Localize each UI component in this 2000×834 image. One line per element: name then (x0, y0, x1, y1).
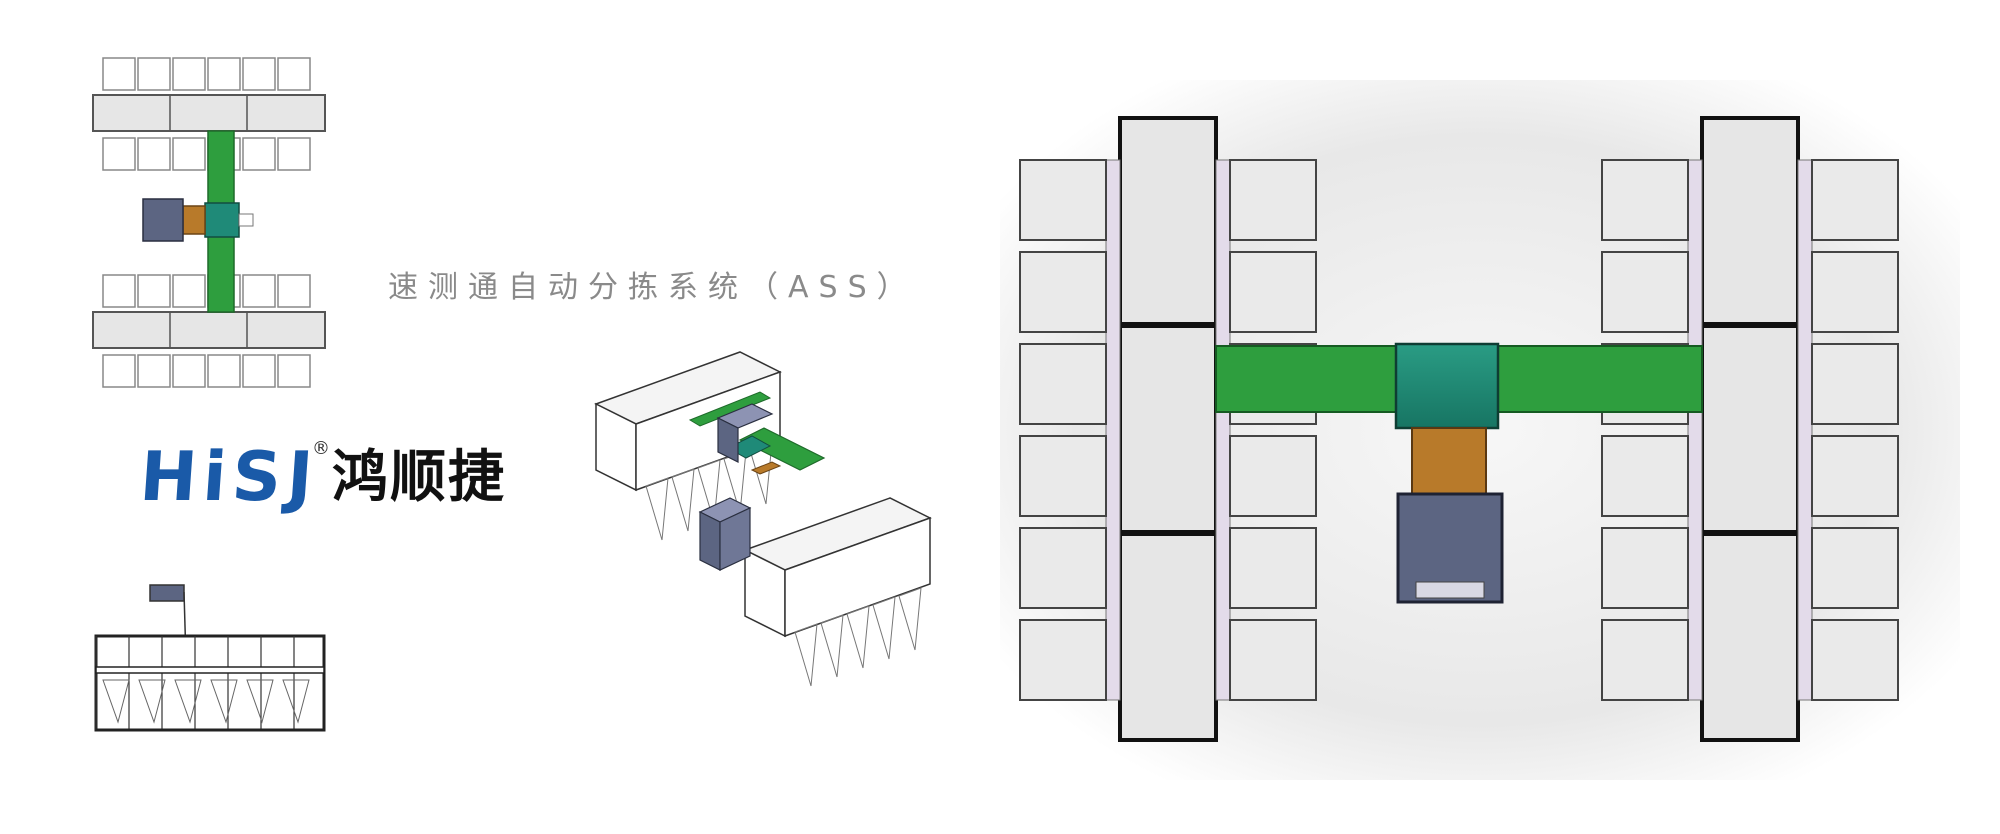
large-bin (1811, 343, 1899, 425)
large-bin (1019, 527, 1107, 609)
top-view-small (92, 57, 326, 388)
small-bin (137, 274, 171, 308)
large-bin (1811, 435, 1899, 517)
small-bin (137, 57, 171, 91)
small-bin (277, 354, 311, 388)
iso-front-chute (820, 614, 844, 678)
large-frame (1118, 324, 1218, 534)
small-hopper (142, 198, 184, 242)
small-bin (102, 57, 136, 91)
large-bin (1811, 159, 1899, 241)
large-frame (1118, 116, 1218, 326)
side-chute (210, 679, 238, 724)
iso-front-chute (846, 605, 870, 669)
side-frame (94, 634, 326, 732)
small-bin (102, 354, 136, 388)
small-bin (207, 354, 241, 388)
registered-mark: ® (312, 438, 330, 459)
iso-cabinet-side (699, 511, 721, 571)
small-bin (102, 137, 136, 171)
large-bin (1019, 435, 1107, 517)
large-bin (1229, 527, 1317, 609)
large-feeder (1411, 427, 1487, 495)
small-bin (242, 137, 276, 171)
small-bin (277, 137, 311, 171)
large-frame (1700, 324, 1800, 534)
small-bin (277, 57, 311, 91)
large-hub (1394, 342, 1500, 430)
small-bin (172, 274, 206, 308)
side-scanner-head (149, 584, 185, 602)
large-bin (1229, 619, 1317, 701)
side-chute (246, 679, 274, 724)
iso-front-chute (794, 623, 818, 687)
small-bin (137, 354, 171, 388)
company-logo: HiSJ ® 鸿顺捷 (137, 438, 540, 518)
large-rack-right (1797, 159, 1813, 701)
large-bin (1601, 159, 1689, 241)
iso-back-chute (645, 477, 669, 541)
iso-back-chute (697, 459, 721, 523)
large-bin (1601, 251, 1689, 333)
large-bin (1229, 251, 1317, 333)
large-bin (1601, 435, 1689, 517)
large-frame (1118, 532, 1218, 742)
iso-cabinet-front (719, 507, 751, 571)
small-bin (242, 57, 276, 91)
small-bin (172, 57, 206, 91)
logo-chinese: 鸿顺捷 (332, 445, 506, 510)
large-bin (1601, 619, 1689, 701)
large-bin (1019, 619, 1107, 701)
large-rack-right (1215, 159, 1231, 701)
small-frame-top (92, 94, 326, 132)
logo-latin: HiSJ (137, 438, 322, 517)
small-bin (242, 274, 276, 308)
system-title: 速测通自动分拣系统（ASS） (388, 270, 917, 305)
small-feeder (182, 205, 206, 235)
iso-front-side (784, 516, 931, 638)
large-hopper-plate (1415, 581, 1485, 599)
small-hub (204, 202, 240, 238)
large-rack-left (1105, 159, 1121, 701)
isometric-view (594, 351, 932, 687)
large-bin (1019, 251, 1107, 333)
side-chute (102, 679, 130, 724)
large-bin (1229, 159, 1317, 241)
iso-back-chute (671, 468, 695, 532)
side-chute (174, 679, 202, 724)
small-bin (207, 57, 241, 91)
large-rack-left (1687, 159, 1703, 701)
side-rail (95, 666, 325, 674)
iso-front-chute (872, 596, 896, 660)
small-bin (172, 354, 206, 388)
small-bin (137, 137, 171, 171)
small-bin (102, 274, 136, 308)
large-frame (1700, 116, 1800, 326)
iso-feeder (750, 461, 782, 475)
side-chute (138, 679, 166, 724)
large-bin (1601, 527, 1689, 609)
small-bin (277, 274, 311, 308)
iso-hopper-side (717, 417, 739, 463)
large-bin (1811, 619, 1899, 701)
large-bin (1811, 251, 1899, 333)
small-bin (172, 137, 206, 171)
side-elevation (94, 584, 326, 732)
small-bin (242, 354, 276, 388)
large-bin (1019, 343, 1107, 425)
large-bin (1811, 527, 1899, 609)
side-chute (282, 679, 310, 724)
large-conveyor-left (1215, 345, 1397, 413)
large-bin (1019, 159, 1107, 241)
large-bin (1229, 435, 1317, 517)
small-hub-arm (238, 213, 254, 227)
iso-front-chute (898, 587, 922, 651)
top-view-large (1000, 80, 1960, 780)
small-frame-bottom (92, 311, 326, 349)
iso-conveyor (738, 427, 826, 471)
large-frame (1700, 532, 1800, 742)
iso-back-belt (688, 391, 772, 427)
large-conveyor-right (1497, 345, 1703, 413)
